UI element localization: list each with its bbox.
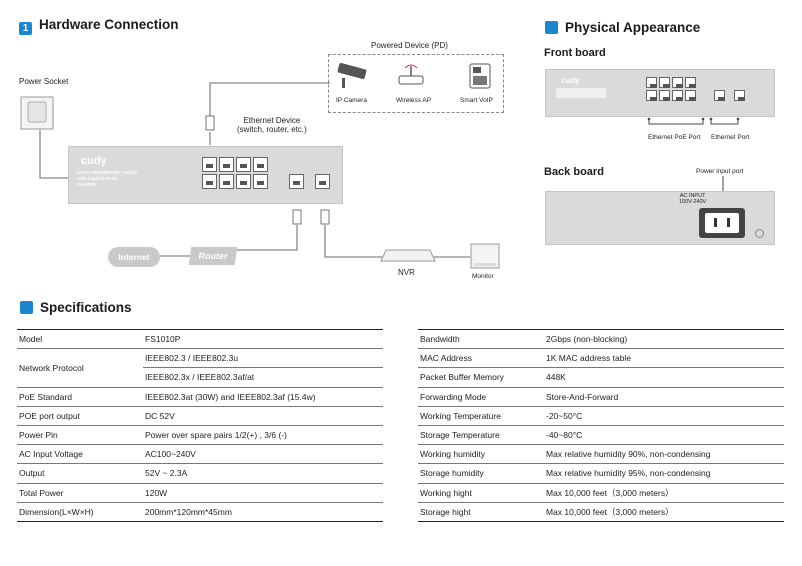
physical-appearance-heading: Physical Appearance [545, 20, 700, 35]
powered-device-label: Powered Device (PD) [371, 41, 448, 50]
front-board-title: Front board [544, 47, 606, 59]
front-poe-port [685, 90, 696, 101]
power-socket-icon [20, 96, 54, 130]
section-square-icon [20, 301, 33, 314]
uplink-port [315, 174, 330, 189]
wireless-ap-icon [398, 64, 424, 85]
nvr-icon [380, 249, 436, 262]
wireless-ap-label: Wireless AP [396, 97, 432, 104]
poe-port [202, 174, 217, 189]
spec-row: IEEE802.3x / IEEE802.3af/at [17, 367, 383, 388]
spec-row: Storage Temperature-40~80°C [418, 425, 784, 446]
poe-port [236, 174, 251, 189]
spec-row: Working Temperature-20~50°C [418, 406, 784, 426]
router-box: Router [188, 247, 238, 265]
spec-row: Dimension(L×W×H)200mm*120mm*45mm [17, 502, 383, 522]
power-socket-label: Power Socket [19, 77, 69, 86]
back-board-title: Back board [544, 166, 604, 178]
nvr-label: NVR [398, 268, 415, 277]
ac-power-inlet [699, 208, 745, 238]
switch-description: 8-Port 10/100M PoE+ Switch with 2 Uplink… [77, 170, 138, 187]
specifications-heading: Specifications [20, 300, 132, 315]
power-port-pointer [722, 176, 724, 192]
ip-camera-label: IP Camera [336, 97, 367, 104]
poe-port [253, 157, 268, 172]
front-poe-port [646, 90, 657, 101]
front-board-device: cudy [545, 69, 775, 117]
hardware-connection-heading: 1 Hardware Connection [19, 17, 179, 35]
front-uplink-port [714, 90, 725, 101]
poe-port [236, 157, 251, 172]
physical-appearance-title: Physical Appearance [565, 20, 701, 35]
poe-port [219, 157, 234, 172]
poe-port [219, 174, 234, 189]
ground-icon [755, 229, 764, 238]
smart-voip-label: Smart VoIP [460, 97, 493, 104]
ip-camera-icon [337, 62, 367, 88]
switch-brand-logo: cudy [81, 155, 107, 167]
connection-lines [39, 82, 470, 258]
front-port-brackets [647, 117, 740, 125]
front-poe-port [659, 90, 670, 101]
poe-port [253, 174, 268, 189]
section-number-badge: 1 [19, 22, 32, 35]
front-poe-port [672, 77, 683, 88]
uplink-port [289, 174, 304, 189]
hardware-connection-title: Hardware Connection [39, 17, 179, 32]
front-uplink-port [734, 90, 745, 101]
monitor-label: Monitor [472, 273, 494, 280]
ethernet-port-label: Ethernet Port [711, 134, 750, 141]
section-square-icon [545, 21, 558, 34]
monitor-icon [470, 243, 500, 269]
front-poe-port [672, 90, 683, 101]
poe-port [202, 157, 217, 172]
power-input-port-label: Power input port [696, 168, 744, 175]
front-brand-logo: cudy [561, 76, 580, 85]
front-poe-port [659, 77, 670, 88]
ethernet-poe-port-label: Ethernet PoE Port [648, 134, 701, 141]
back-board-device: AC INPUT 100V-240V [545, 191, 775, 245]
specifications-title: Specifications [40, 300, 132, 315]
switch-device: cudy 8-Port 10/100M PoE+ Switch with 2 U… [68, 146, 343, 204]
front-poe-port [646, 77, 657, 88]
powered-device-box [328, 54, 504, 113]
front-poe-port [685, 77, 696, 88]
front-description-strip [556, 88, 606, 98]
ethernet-device-label: Ethernet Device (switch, router, etc.) [237, 116, 307, 134]
internet-cloud: Internet [108, 247, 160, 267]
voip-phone-icon [469, 63, 491, 89]
ac-input-rating: AC INPUT 100V-240V [679, 193, 707, 205]
